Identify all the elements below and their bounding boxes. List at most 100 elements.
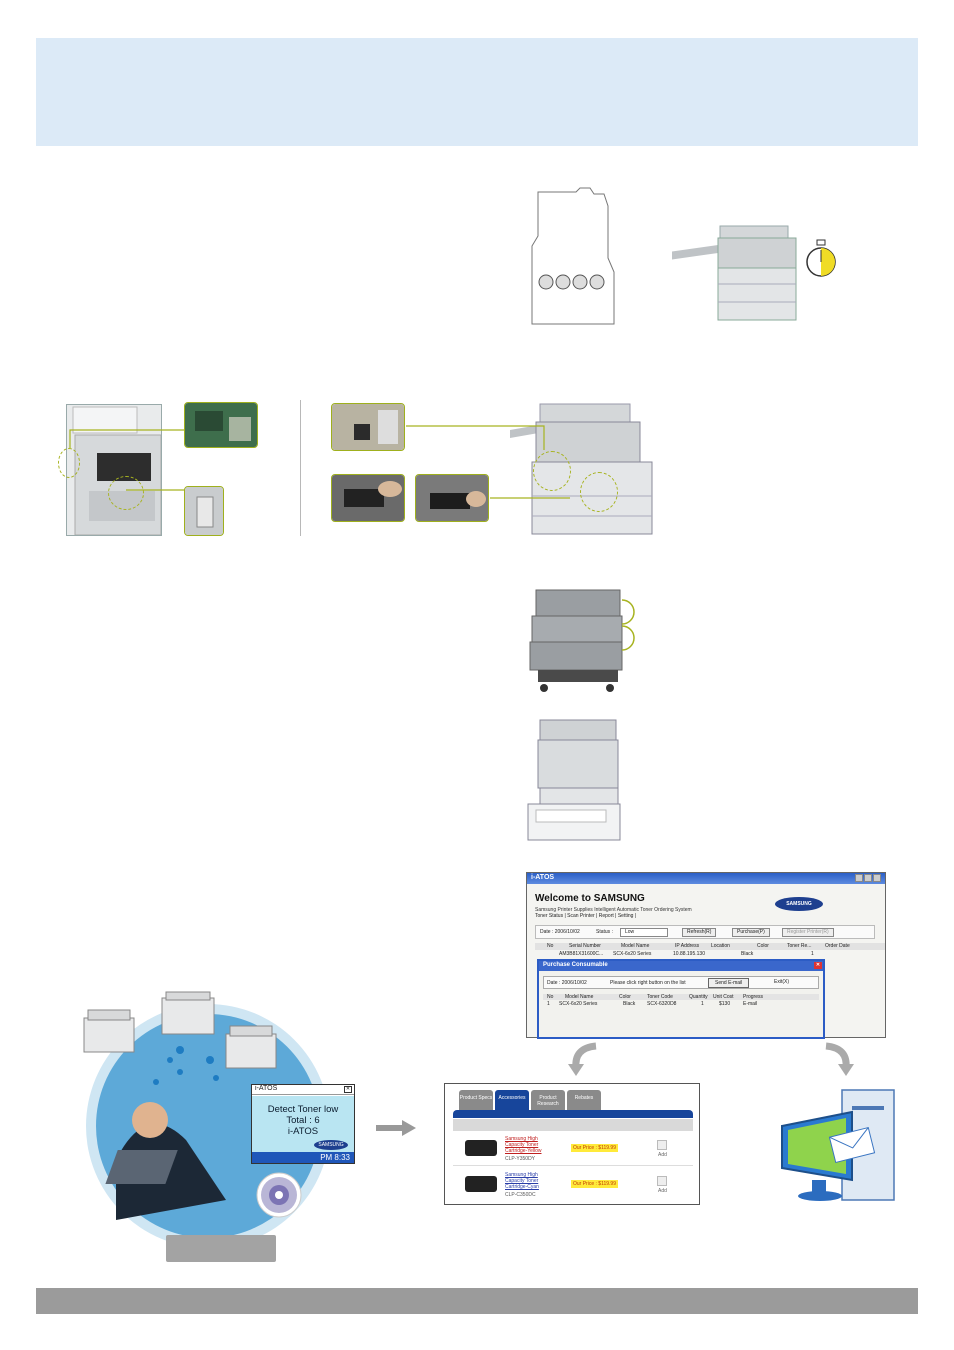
dialog-titlebar: Purchase Consumable ✕ [539, 961, 823, 971]
add-checkbox[interactable] [657, 1176, 667, 1186]
arrow-right-icon [376, 1120, 416, 1136]
cell-qty: 1 [701, 1001, 704, 1007]
cd-icon [256, 1172, 302, 1218]
paper-tray-stack-photo [529, 589, 635, 692]
product-code: CLP-C350DC [505, 1192, 536, 1198]
col-header: Order Date [825, 943, 850, 949]
minimize-icon[interactable] [855, 874, 863, 882]
port-closeup-photo [184, 486, 224, 536]
close-icon[interactable]: ✕ [814, 962, 822, 969]
product-code: CLP-Y350DY [505, 1156, 536, 1162]
toner-cartridge-image [465, 1140, 497, 1156]
dialog-title: Purchase Consumable [543, 962, 608, 968]
welcome-subtitle: Samsung Printer Supplies Intelligent Aut… [535, 907, 692, 913]
exit-button[interactable]: Exit(X) [774, 979, 789, 985]
status-select[interactable]: Low [620, 928, 668, 937]
cell-color: Black [741, 951, 754, 957]
welcome-heading: Welcome to SAMSUNG [535, 893, 645, 904]
close-icon[interactable] [873, 874, 881, 882]
table-row[interactable]: AM3B81X31600C... SCX-6x20 Series 10.88.1… [535, 951, 885, 958]
purchase-button[interactable]: Purchase(P) [732, 928, 770, 937]
add-checkbox[interactable] [657, 1140, 667, 1150]
copier-drawer-photo [527, 719, 621, 841]
computer-email-illustration [781, 1089, 895, 1201]
dialog-instruction: Please click right button on the list [610, 980, 686, 986]
callout-circle [533, 451, 571, 491]
cell-ip: 10.88.195.130 [673, 951, 705, 957]
printer-icon [83, 1009, 135, 1053]
callout-lines [406, 425, 570, 499]
popup-title: i-ATOS [255, 1085, 278, 1092]
board-closeup-photo [184, 402, 258, 448]
tab-accessories[interactable]: Accessories [495, 1090, 529, 1112]
tab-product-specs[interactable]: Product Specs [459, 1090, 493, 1112]
list-item: Samsung High Capacity Toner Cartridge-Cy… [453, 1170, 693, 1202]
col-header: Serial Number [569, 943, 601, 949]
popup-titlebar: i-ATOS ✕ [252, 1085, 354, 1095]
caption-box [166, 1235, 276, 1262]
close-icon[interactable]: ✕ [344, 1086, 352, 1093]
header-band [36, 38, 918, 146]
cell-model: SCX-6x20 Series [613, 951, 652, 957]
timer-icon [589, 274, 605, 290]
callout-circle [108, 476, 144, 510]
col-header: Model Name [621, 943, 650, 949]
timer-icon [555, 274, 571, 290]
col-header: Toner Re... [787, 943, 812, 949]
store-tab-bar [453, 1110, 693, 1118]
register-button[interactable]: Register Printer(R) [782, 928, 834, 937]
toner-cartridge-image [465, 1176, 497, 1192]
callout-circle [58, 448, 80, 478]
samsung-logo: SAMSUNG [314, 1140, 348, 1150]
col-header: Color [619, 994, 631, 1000]
status-label: Status : [596, 929, 613, 935]
printer-icon [225, 1025, 277, 1069]
dialog-grid-header: No Model Name Color Toner Code Quantity … [543, 994, 819, 1000]
cartridge-closeup-photo [415, 474, 489, 522]
maximize-icon[interactable] [864, 874, 872, 882]
iatos-window: i-ATOS Welcome to SAMSUNG Samsung Printe… [526, 872, 886, 1039]
callout-lines [69, 429, 184, 491]
cell-no: 1 [547, 1001, 550, 1007]
col-header: IP Address [675, 943, 700, 949]
curved-arrow-icon [825, 1042, 854, 1076]
send-email-button[interactable]: Send E-mail [708, 978, 750, 988]
popup-line: Detect Toner low [267, 1104, 339, 1115]
cell-toner: 1 [811, 951, 814, 957]
refresh-button[interactable]: Refresh(R) [682, 928, 717, 937]
col-header: Progress [743, 994, 764, 1000]
copier-finisher-photo [672, 225, 797, 321]
cell-progress: E-mail [743, 1001, 758, 1007]
samsung-logo: SAMSUNG [775, 897, 823, 911]
cell-color: Black [623, 1001, 636, 1007]
dialog-toolbar: Date : 2006/10/02 Please click right but… [543, 976, 819, 989]
timer-icon [572, 274, 588, 290]
product-link[interactable]: Samsung High Capacity Toner Cartridge-Cy… [505, 1172, 539, 1190]
date-label: Date : 2006/10/02 [540, 929, 580, 935]
product-link[interactable]: Samsung High Capacity Toner Cartridge-Ye… [505, 1136, 542, 1154]
printer-icon [161, 991, 215, 1035]
col-header: Location [711, 943, 730, 949]
store-subheader [453, 1119, 693, 1131]
col-header: Color [757, 943, 769, 949]
printer-outline-diagram [531, 187, 615, 325]
cell-model: SCX-6x20 Series [559, 1001, 598, 1007]
add-label: Add [658, 1152, 667, 1158]
window-titlebar[interactable]: i-ATOS [527, 873, 885, 884]
col-header: Quantity [689, 994, 708, 1000]
window-toolbar: Date : 2006/10/02 Status : Low Refresh(R… [535, 925, 875, 939]
tab-product-research[interactable]: Product Research [531, 1090, 565, 1112]
callout-circle [580, 472, 618, 512]
col-header: Toner Code [647, 994, 673, 1000]
table-row[interactable]: 1 SCX-6x20 Series Black SCX-6320D8 1 $13… [543, 1001, 819, 1007]
popup-line: Total : 6 [286, 1115, 320, 1126]
toner-alert-popup: i-ATOS ✕ Detect Toner low Total : 6 i-AT… [251, 1084, 355, 1164]
window-tabs[interactable]: Toner Status | Scan Printer | Report | S… [535, 913, 637, 919]
dialog-date: Date : 2006/10/02 [547, 980, 587, 986]
col-header: Model Name [565, 994, 594, 1000]
timer-icon [538, 274, 554, 290]
section-divider [300, 400, 301, 536]
tab-rebates[interactable]: Rebates [567, 1090, 601, 1112]
product-price: Our Price : $119.99 [571, 1180, 618, 1188]
curved-arrow-icon [568, 1042, 597, 1076]
